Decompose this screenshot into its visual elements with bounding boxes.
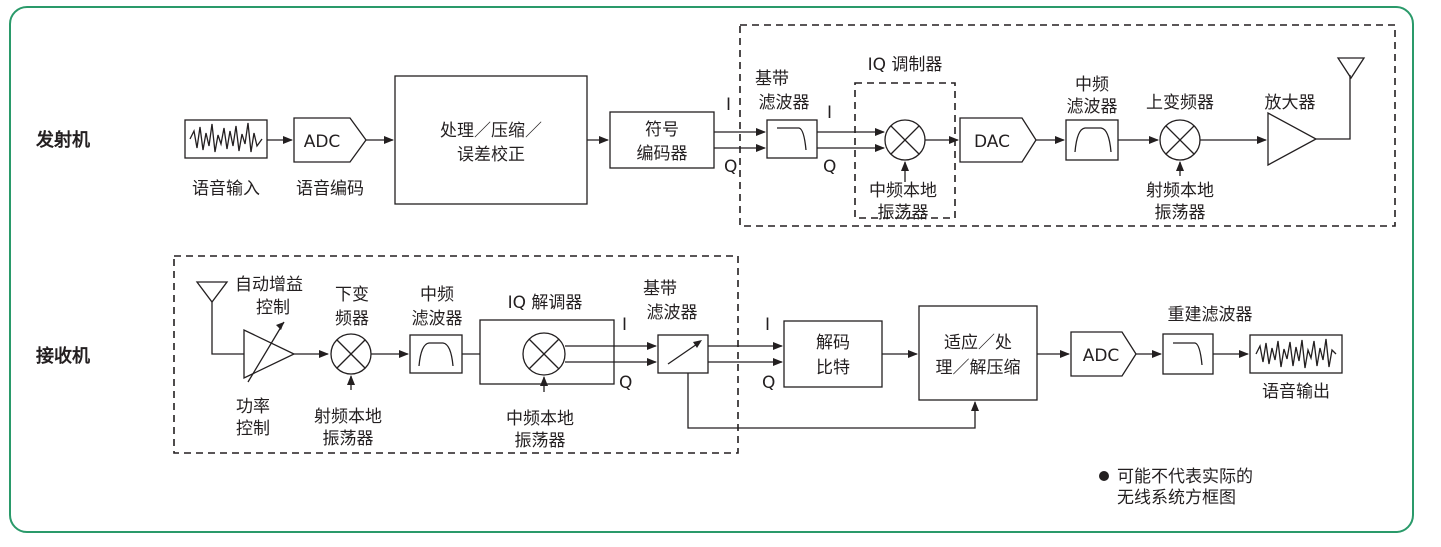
tx-rf-lo-line2: 振荡器 — [1155, 203, 1206, 223]
rx-if-filter-block — [409, 334, 463, 374]
upconverter-mixer-icon — [1159, 119, 1201, 161]
tx-bb-filter-line1: 基带 — [755, 69, 789, 89]
iq-modulator-label: IQ 调制器 — [868, 55, 943, 75]
iq-demodulator-label: IQ 解调器 — [508, 293, 583, 313]
rx-i2-label: I — [765, 315, 770, 335]
tx-rf-region — [739, 24, 1396, 227]
rx-antenna-icon — [195, 281, 229, 304]
voice-output-label: 语音输出 — [1262, 382, 1330, 402]
rx-bb-filter-line1: 基带 — [643, 279, 677, 299]
tx-if-filter-block — [1065, 119, 1119, 161]
rx-q2-label: Q — [762, 373, 775, 393]
rx-adc-block — [1070, 331, 1137, 377]
tx-i2-label: I — [827, 103, 832, 123]
figure-frame — [9, 6, 1414, 533]
tx-rf-lo-line1: 射频本地 — [1146, 181, 1214, 201]
rx-bb-filter-line2: 滤波器 — [647, 303, 698, 323]
tx-if-lo-line1: 中频本地 — [869, 181, 937, 201]
tx-baseband-filter-block — [766, 119, 818, 159]
tx-iq-mixer-icon — [884, 119, 926, 161]
rx-rf-lo-line2: 振荡器 — [323, 429, 374, 449]
rx-if-filter-line1: 中频 — [420, 285, 454, 305]
rx-iq-mixer-icon — [522, 332, 566, 376]
decode-bits-line1: 解码 — [816, 333, 850, 353]
downconverter-mixer-icon — [330, 333, 372, 375]
downconverter-line1: 下变 — [335, 285, 369, 305]
tx-bb-filter-line2: 滤波器 — [759, 93, 810, 113]
processing-block — [394, 75, 588, 205]
upconverter-label: 上变频器 — [1146, 93, 1214, 113]
rx-adc-label: ADC — [1083, 346, 1120, 366]
receiver-label: 接收机 — [36, 345, 90, 367]
tx-if-filter-line2: 滤波器 — [1067, 97, 1118, 117]
symbol-encoder-line2: 编码器 — [637, 144, 688, 164]
voice-encode-label: 语音编码 — [296, 179, 364, 199]
tx-q2-label: Q — [823, 157, 836, 177]
note-line2: 无线系统方框图 — [1117, 488, 1236, 508]
agc-label-line2: 控制 — [256, 298, 290, 318]
note-bullet-icon — [1099, 471, 1109, 481]
symbol-encoder-line1: 符号 — [645, 120, 679, 140]
decode-bits-line2: 比特 — [816, 358, 850, 378]
rx-if-lo-line1: 中频本地 — [506, 409, 574, 429]
voice-input-block — [184, 119, 268, 159]
tx-if-filter-line1: 中频 — [1075, 75, 1109, 95]
amplifier-icon — [1267, 111, 1318, 167]
dac-block — [959, 117, 1037, 163]
reconstruction-filter-block — [1162, 333, 1214, 375]
adaptation-line2: 理／解压缩 — [936, 358, 1021, 378]
processing-label-line1: 处理／压缩／ — [440, 121, 542, 141]
agc-amplifier-icon — [243, 321, 296, 383]
note-line1: 可能不代表实际的 — [1117, 467, 1253, 487]
tx-antenna-icon — [1336, 57, 1366, 80]
voice-input-label: 语音输入 — [192, 179, 260, 199]
reconstruction-filter-label: 重建滤波器 — [1168, 305, 1253, 325]
rx-q-label: Q — [619, 373, 632, 393]
tx-q-label: Q — [724, 157, 737, 177]
iq-modulator-region — [854, 82, 956, 219]
tx-adc-label: ADC — [304, 132, 341, 152]
dac-label: DAC — [974, 132, 1010, 152]
decode-bits-block — [783, 320, 883, 388]
downconverter-line2: 频器 — [335, 309, 369, 329]
voice-output-block — [1249, 334, 1343, 374]
agc-label-line1: 自动增益 — [235, 275, 303, 295]
adaptation-line1: 适应／处 — [944, 333, 1012, 353]
tx-i-label: I — [726, 95, 731, 115]
adaptation-block — [918, 305, 1038, 401]
processing-label-line2: 误差校正 — [457, 145, 525, 165]
rx-baseband-filter-block — [657, 334, 709, 374]
tx-if-lo-line2: 振荡器 — [878, 203, 929, 223]
rx-if-lo-line2: 振荡器 — [515, 431, 566, 451]
rx-if-filter-line2: 滤波器 — [412, 309, 463, 329]
symbol-encoder-block — [609, 111, 715, 169]
power-control-line2: 控制 — [236, 419, 270, 439]
power-control-line1: 功率 — [236, 397, 270, 417]
rx-rf-lo-line1: 射频本地 — [314, 407, 382, 427]
tx-adc-block — [293, 117, 367, 163]
rx-i-label: I — [622, 315, 627, 335]
rx-rf-region — [173, 255, 739, 454]
amplifier-label: 放大器 — [1265, 93, 1316, 113]
transmitter-label: 发射机 — [35, 129, 90, 151]
